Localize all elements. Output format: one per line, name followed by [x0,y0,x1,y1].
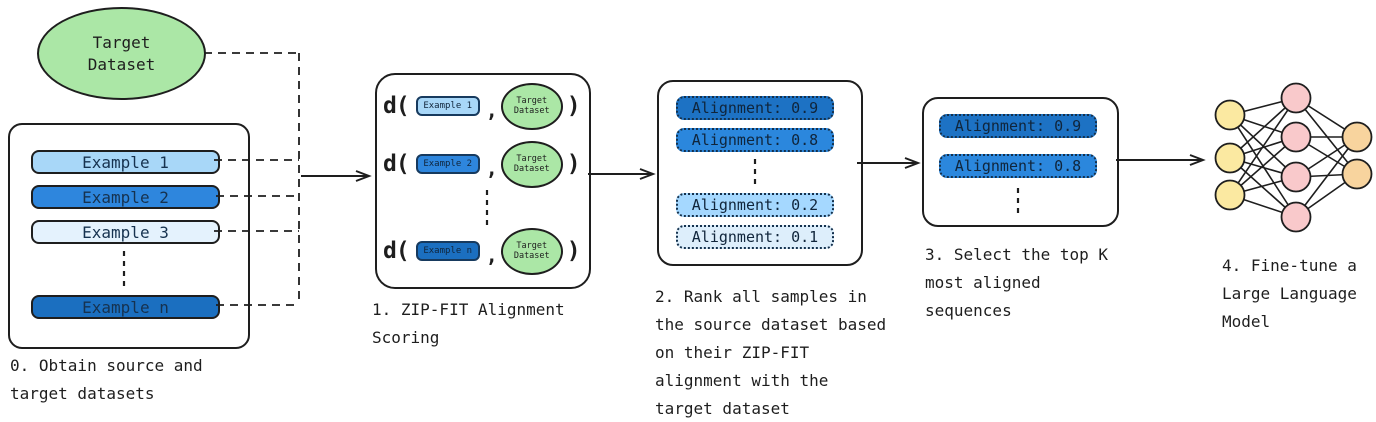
distance-row: d( Example n , Target Dataset ) [383,227,581,275]
distance-row: d( Example 2 , Target Dataset ) [383,140,581,188]
nn-hidden-node [1280,82,1312,114]
distance-open: d( [383,238,410,264]
nn-output-node [1341,158,1373,190]
nn-input-node [1214,179,1246,211]
nn-edges [1229,97,1358,218]
target-mini-ellipse: Target Dataset [500,227,563,275]
distance-row: d( Example 1 , Target Dataset ) [383,82,581,130]
caption-stage4: 4. Fine-tune a Large Language Model [1222,256,1357,331]
comma: , [485,243,498,267]
nn-nodes [1214,82,1373,233]
nn-hidden-node [1280,121,1312,153]
source-dataset-box: Example 1 Example 2 Example 3 Example n [8,123,250,349]
distance-open: d( [383,151,410,177]
example-bar: Example 2 [31,185,220,209]
arrow-stage0-to-1 [301,170,372,182]
distance-close: ) [566,238,581,264]
comma: , [485,156,498,180]
caption-stage3: 3. Select the top K most aligned sequenc… [925,245,1109,320]
nn-input-node [1214,99,1246,131]
example-bar: Example 1 [31,150,220,174]
arrow-stage3-to-4 [1116,154,1206,166]
caption-stage0: 0. Obtain source and target datasets [10,356,203,403]
arrow-stage2-to-3 [857,157,921,169]
alignment-chip: Alignment: 0.1 [676,225,834,249]
nn-hidden-node [1280,161,1312,193]
arrow-stage1-to-2 [588,168,656,180]
alignment-chip: Alignment: 0.8 [939,154,1097,178]
nn-input-node [1214,142,1246,174]
caption-stage2: 2. Rank all samples in the source datase… [655,287,887,418]
alignment-chip: Alignment: 0.2 [676,193,834,217]
example-bar: Example 3 [31,220,220,244]
caption-stage1: 1. ZIP-FIT Alignment Scoring [372,300,565,347]
example-bar: Example n [31,295,220,319]
target-dataset-ellipse: Target Dataset [37,7,206,100]
alignment-chip: Alignment: 0.8 [676,128,834,152]
example-chip: Example n [415,241,480,261]
example-chip: Example 2 [415,154,480,174]
nn-output-node [1341,121,1373,153]
alignment-chip: Alignment: 0.9 [939,114,1097,138]
target-mini-ellipse: Target Dataset [500,140,563,188]
example-chip: Example 1 [415,96,480,116]
distance-close: ) [566,93,581,119]
neural-network [1214,82,1373,233]
comma: , [485,98,498,122]
distance-close: ) [566,151,581,177]
distance-open: d( [383,93,410,119]
target-mini-ellipse: Target Dataset [500,82,563,130]
alignment-chip: Alignment: 0.9 [676,96,834,120]
nn-hidden-node [1280,201,1312,233]
